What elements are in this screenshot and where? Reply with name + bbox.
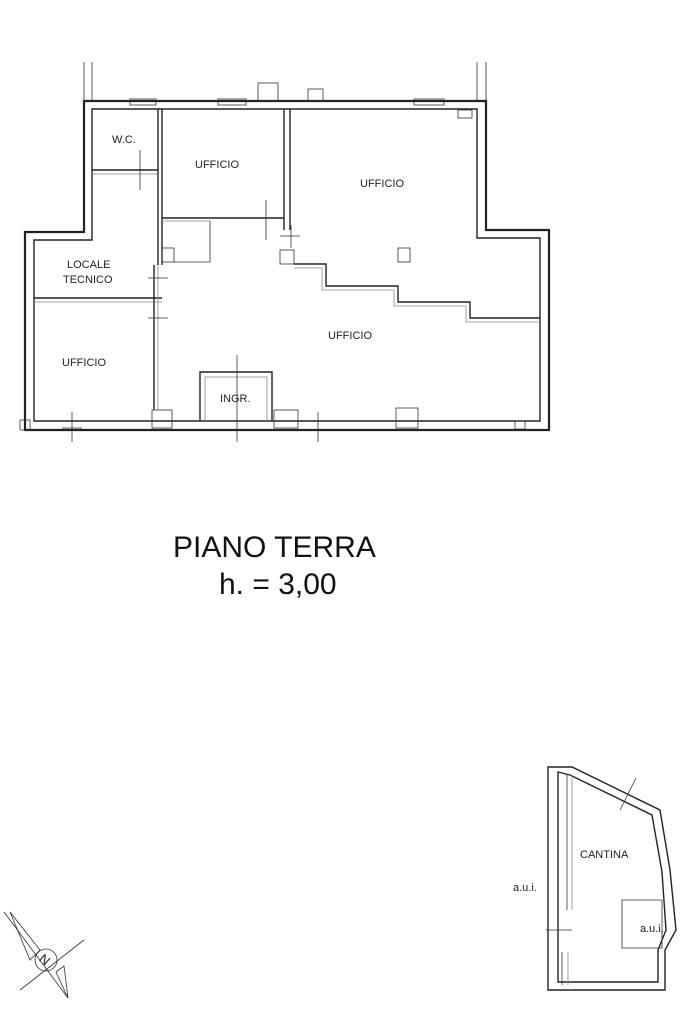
room-label-locale: LOCALE [67, 259, 110, 271]
room-label-aui-right: a.u.i. [640, 923, 664, 935]
floor-height: h. = 3,00 [219, 568, 337, 601]
room-label-ingresso: INGR. [220, 393, 251, 405]
room-label-aui-left: a.u.i. [513, 882, 537, 894]
room-label-tecnico: TECNICO [63, 274, 113, 286]
room-label-cantina: CANTINA [580, 849, 629, 861]
room-label-ufficio-center: UFFICIO [328, 330, 372, 342]
room-label-ufficio-left: UFFICIO [62, 357, 106, 369]
room-label-ufficio-large: UFFICIO [360, 178, 404, 190]
room-label-ufficio-top: UFFICIO [195, 159, 239, 171]
floor-title: PIANO TERRA [173, 531, 376, 564]
north-arrow-icon: N [3, 911, 85, 999]
room-label-wc: W.C. [112, 134, 136, 146]
cellar-plan [546, 766, 677, 991]
ground-floor-plan [19, 62, 551, 442]
